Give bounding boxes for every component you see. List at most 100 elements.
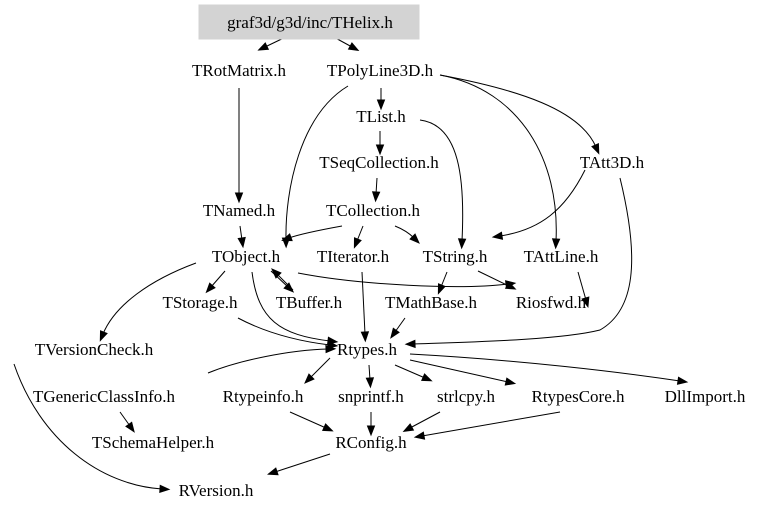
- edge-rtypes-to-rtypeinfo: [304, 357, 331, 384]
- node-label: TList.h: [356, 107, 406, 126]
- arrow-head-icon: [257, 42, 270, 51]
- edge-line: [412, 177, 633, 345]
- node-tmath[interactable]: TMathBase.h: [385, 293, 478, 312]
- arrow-head-icon: [353, 237, 362, 249]
- node-label: TBuffer.h: [276, 293, 343, 312]
- node-helix[interactable]: graf3d/g3d/inc/THelix.h: [198, 4, 420, 40]
- node-tatt3d[interactable]: TAtt3D.h: [580, 153, 645, 172]
- node-rtypescore[interactable]: RtypesCore.h: [531, 387, 625, 406]
- node-label: TSeqCollection.h: [319, 153, 439, 172]
- edge-line: [276, 273, 294, 291]
- edge-tlist-to-tstring: [419, 119, 467, 250]
- node-tcoll[interactable]: TCollection.h: [326, 201, 420, 220]
- node-rtypeinfo[interactable]: Rtypeinfo.h: [223, 387, 304, 406]
- edge-strlcpy-to-rconfig: [402, 411, 441, 432]
- edge-rtypes-to-strlcpy: [394, 364, 433, 382]
- edge-tpoly-to-tlist: [376, 88, 386, 111]
- edge-titer-to-rtypes: [360, 271, 370, 343]
- edge-tcoll-to-titer: [353, 225, 364, 249]
- edge-line: [102, 262, 197, 335]
- node-titer[interactable]: TIterator.h: [317, 247, 390, 266]
- arrow-head-icon: [125, 421, 135, 433]
- arrow-head-icon: [491, 231, 504, 240]
- node-snprintf[interactable]: snprintf.h: [338, 387, 404, 406]
- edge-line: [285, 85, 349, 241]
- node-tseq[interactable]: TSeqCollection.h: [319, 153, 439, 172]
- edge-line: [207, 348, 329, 374]
- node-label: RtypesCore.h: [531, 387, 625, 406]
- node-tstorage[interactable]: TStorage.h: [162, 293, 238, 312]
- edge-line: [356, 225, 364, 242]
- node-tschema[interactable]: TSchemaHelper.h: [92, 433, 215, 452]
- node-label: TGenericClassInfo.h: [33, 387, 176, 406]
- arrow-head-icon: [421, 373, 433, 382]
- node-tlist[interactable]: TList.h: [356, 107, 406, 126]
- edge-tatt3d-to-tstring: [491, 169, 586, 240]
- arrow-head-icon: [551, 238, 561, 250]
- edge-rconfig-to-rversion: [267, 453, 331, 476]
- node-tattline[interactable]: TAttLine.h: [524, 247, 599, 266]
- edge-line: [274, 453, 331, 473]
- edge-line: [419, 119, 464, 242]
- node-label: TString.h: [423, 247, 488, 266]
- arrow-head-icon: [504, 281, 517, 290]
- node-strlcpy[interactable]: strlcpy.h: [437, 387, 495, 406]
- edge-tpoly-to-tatt3d: [439, 74, 600, 155]
- edge-rtypes-to-snprintf: [365, 364, 375, 389]
- edge-tgeneric-to-tschema: [119, 411, 135, 433]
- edge-rtypes-to-dllimport: [409, 353, 689, 385]
- node-riosfwd[interactable]: Riosfwd.h: [516, 293, 587, 312]
- arrow-head-icon: [321, 423, 334, 432]
- node-label: TNamed.h: [203, 201, 276, 220]
- node-label: RConfig.h: [335, 433, 407, 452]
- arrow-head-icon: [304, 373, 315, 384]
- edge-trot-to-tnamed: [234, 88, 244, 204]
- edge-line: [577, 271, 587, 301]
- edge-tatt3d-to-rtypes: [404, 177, 633, 349]
- node-rversion[interactable]: RVersion.h: [179, 481, 254, 500]
- arrow-head-icon: [413, 431, 426, 440]
- node-label: RVersion.h: [179, 481, 254, 500]
- edge-line: [288, 225, 343, 239]
- edge-tcoll-to-tstring: [394, 225, 420, 244]
- edge-tbuffer-to-tobject: [271, 268, 294, 291]
- arrow-head-icon: [99, 330, 108, 342]
- node-label: TMathBase.h: [385, 293, 478, 312]
- node-label: TVersionCheck.h: [35, 340, 154, 359]
- root-node-box: [198, 4, 420, 40]
- arrow-head-icon: [159, 484, 171, 494]
- node-tpoly[interactable]: TPolyLine3D.h: [327, 61, 434, 80]
- edge-line: [421, 411, 561, 437]
- node-label: Riosfwd.h: [516, 293, 587, 312]
- node-tbuffer[interactable]: TBuffer.h: [276, 293, 343, 312]
- edge-rtypescore-to-rconfig: [413, 411, 561, 440]
- node-label: TAtt3D.h: [580, 153, 645, 172]
- edge-tattline-to-rtypes: [577, 271, 590, 309]
- edge-line: [477, 270, 510, 287]
- edge-tmath-to-rtypes: [390, 317, 406, 339]
- node-label: strlcpy.h: [437, 387, 495, 406]
- node-tversion[interactable]: TVersionCheck.h: [35, 340, 154, 359]
- arrow-head-icon: [271, 268, 282, 279]
- node-rconfig[interactable]: RConfig.h: [335, 433, 407, 452]
- node-trot[interactable]: TRotMatrix.h: [192, 61, 286, 80]
- node-tnamed[interactable]: TNamed.h: [203, 201, 276, 220]
- edges-layer: [13, 34, 689, 494]
- node-label: TRotMatrix.h: [192, 61, 286, 80]
- edge-line: [394, 225, 415, 239]
- arrow-head-icon: [376, 99, 386, 111]
- edge-rtypes-to-rtypescore: [409, 359, 517, 386]
- edge-tversion-to-rversion: [13, 363, 171, 494]
- arrow-head-icon: [371, 191, 381, 203]
- node-rtypes[interactable]: Rtypes.h: [337, 340, 397, 359]
- node-dllimport[interactable]: DllImport.h: [665, 387, 746, 406]
- node-label: Rtypes.h: [337, 340, 397, 359]
- node-tobject[interactable]: TObject.h: [212, 247, 281, 266]
- node-tstring[interactable]: TString.h: [423, 247, 488, 266]
- edge-line: [409, 353, 681, 382]
- edge-line: [361, 271, 366, 335]
- node-tgeneric[interactable]: TGenericClassInfo.h: [33, 387, 176, 406]
- edge-tstring-to-tmath: [437, 271, 448, 295]
